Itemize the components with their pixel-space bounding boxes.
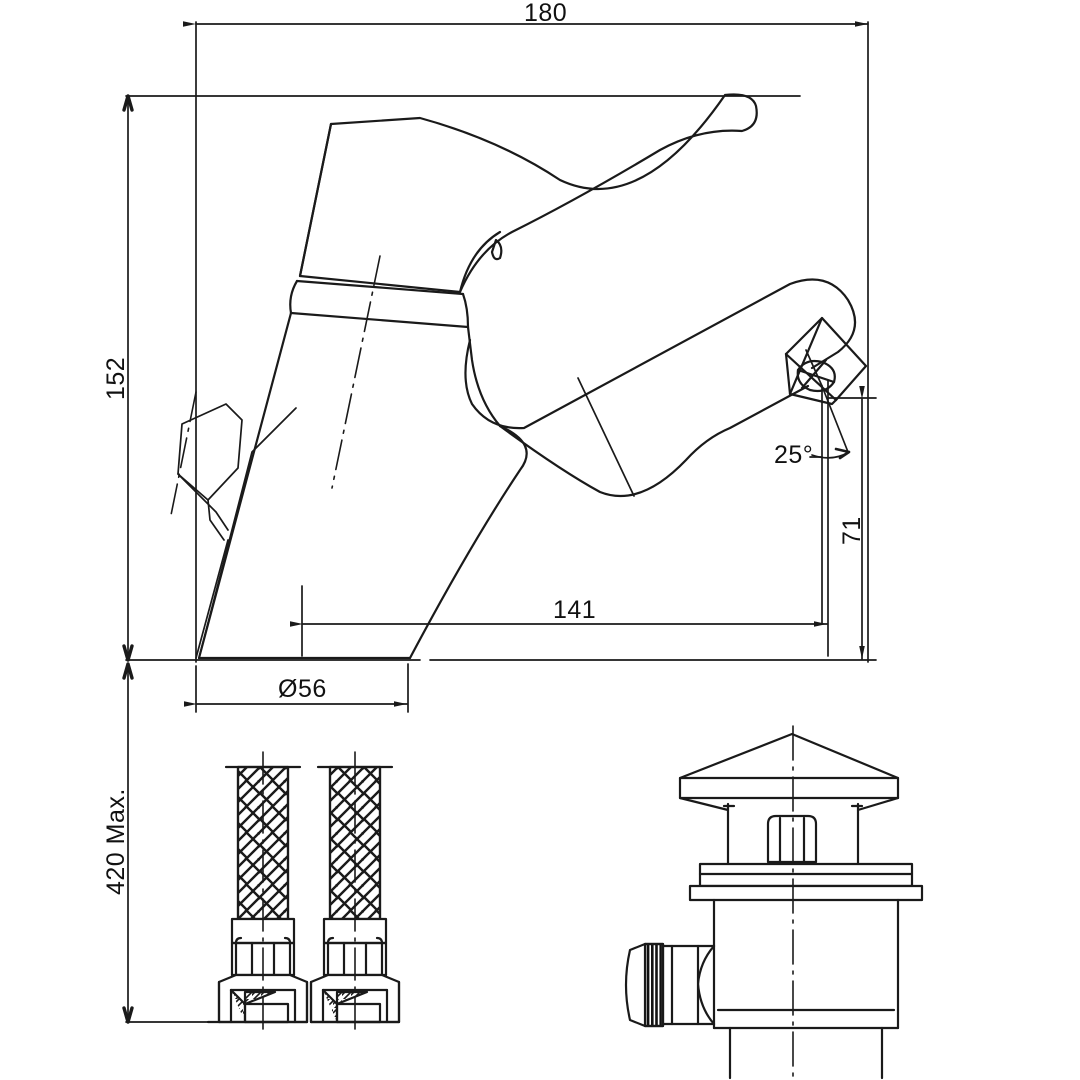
dim-label-aerator-angle: 25°	[774, 441, 814, 469]
aerator-outlet	[784, 316, 868, 406]
faucet-body	[197, 311, 528, 660]
dim-label-spout-reach: 141	[553, 596, 597, 624]
pop-up-waste	[624, 725, 924, 1080]
dim-overall-width	[183, 21, 869, 663]
hose-left	[206, 765, 309, 1024]
waste-barrel	[712, 898, 900, 1080]
base-construction	[177, 403, 297, 659]
centre-lines	[169, 255, 381, 521]
dim-label-spout-height: 71	[838, 516, 866, 545]
dimension-lines	[122, 21, 877, 1024]
handle-collar	[289, 279, 470, 329]
dim-label-hose-length: 420 Max.	[102, 788, 130, 895]
dim-label-overall-height: 152	[102, 356, 130, 400]
flexible-hoses	[206, 751, 401, 1035]
waste-neck	[678, 796, 900, 866]
dim-spout-height	[429, 386, 877, 661]
lever-handle	[298, 93, 758, 294]
waste-overflow-nozzle	[624, 942, 716, 1028]
waste-cap	[678, 732, 900, 800]
dim-label-overall-width: 180	[524, 0, 568, 27]
dim-hose-length	[122, 662, 281, 1024]
faucet-side-elevation	[169, 93, 868, 660]
dim-overall-height	[122, 94, 801, 662]
dim-aerator-angle	[805, 349, 851, 625]
dim-label-base-diameter: Ø56	[278, 675, 327, 703]
waste-flange	[688, 862, 924, 902]
dim-spout-reach	[290, 379, 829, 657]
dim-base-diameter	[184, 663, 409, 713]
hose-centre-lines	[262, 751, 356, 1035]
spout-section-line	[577, 377, 635, 497]
